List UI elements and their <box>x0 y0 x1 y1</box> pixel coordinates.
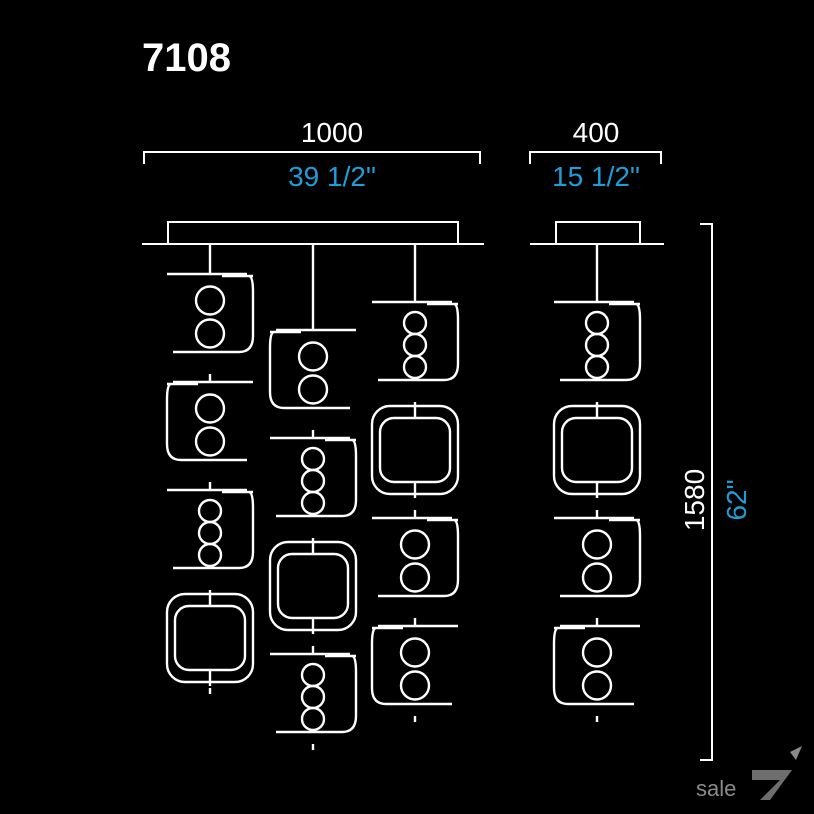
cup-frame <box>173 490 255 570</box>
cup-frame <box>276 438 358 518</box>
glass-module <box>268 538 358 634</box>
model-number: 7108 <box>142 36 231 80</box>
front-canopy <box>142 221 484 245</box>
glass-ball <box>402 332 428 358</box>
glass-ball <box>581 670 613 701</box>
cup-frame <box>560 518 642 598</box>
glass-ball <box>300 446 326 472</box>
glass-ball <box>584 310 610 336</box>
cup-frame <box>552 626 634 706</box>
glass-ball <box>300 490 326 516</box>
seven-logo-icon <box>752 746 802 800</box>
side-width-dimension: 400 15 1/2" <box>529 117 662 192</box>
watermark: sale <box>696 746 802 801</box>
glass-ball <box>584 354 610 380</box>
pendant-chain <box>165 244 255 694</box>
glass-ball <box>300 706 326 732</box>
glass-ball <box>297 341 329 372</box>
glass-module <box>370 618 458 706</box>
glass-module <box>165 590 255 686</box>
front-width-in: 39 1/2" <box>288 161 376 192</box>
lantern-inner <box>378 416 452 484</box>
glass-ball <box>399 529 431 560</box>
cup-frame <box>268 330 350 410</box>
glass-ball <box>297 374 329 405</box>
glass-ball <box>402 310 428 336</box>
cup-frame <box>378 302 460 382</box>
cup-frame <box>276 654 358 734</box>
glass-ball <box>581 529 613 560</box>
cup-frame <box>378 518 460 598</box>
glass-ball <box>300 468 326 494</box>
glass-ball <box>300 662 326 688</box>
glass-ball <box>197 498 223 524</box>
lantern-inner <box>560 416 634 484</box>
cup-frame <box>165 382 247 462</box>
glass-ball <box>584 332 610 358</box>
glass-module <box>554 294 642 382</box>
glass-module <box>552 618 640 706</box>
glass-ball <box>194 285 226 316</box>
height-dimension: 1580 62" <box>679 223 752 761</box>
glass-ball <box>194 393 226 424</box>
glass-ball <box>399 670 431 701</box>
side-width-mm: 400 <box>573 117 620 148</box>
glass-ball <box>399 562 431 593</box>
watermark-text: sale <box>696 776 736 801</box>
glass-ball <box>197 542 223 568</box>
lantern-inner <box>173 604 247 672</box>
pendant-chain <box>268 244 358 750</box>
side-width-in: 15 1/2" <box>552 161 640 192</box>
front-view-pendants <box>165 244 460 750</box>
front-width-mm: 1000 <box>301 117 363 148</box>
glass-ball <box>402 354 428 380</box>
cup-frame <box>370 626 452 706</box>
glass-ball <box>399 637 431 668</box>
height-mm: 1580 <box>679 469 710 531</box>
glass-module <box>270 430 358 518</box>
glass-module <box>268 322 356 410</box>
glass-module <box>554 510 642 598</box>
cup-frame <box>173 274 255 354</box>
side-canopy <box>530 221 664 245</box>
glass-ball <box>581 562 613 593</box>
pendant-chain <box>370 244 460 722</box>
glass-module <box>370 402 460 498</box>
glass-module <box>372 294 460 382</box>
glass-ball <box>300 684 326 710</box>
glass-module <box>167 482 255 570</box>
glass-ball <box>581 637 613 668</box>
cup-frame <box>560 302 642 382</box>
pendant-chain <box>552 244 642 722</box>
glass-module <box>165 374 253 462</box>
glass-ball <box>194 426 226 457</box>
glass-module <box>167 266 255 354</box>
front-width-dimension: 1000 39 1/2" <box>143 117 481 192</box>
lantern-inner <box>276 552 350 620</box>
glass-ball <box>194 318 226 349</box>
height-in: 62" <box>721 479 752 520</box>
glass-module <box>372 510 460 598</box>
glass-module <box>552 402 642 498</box>
side-view-pendants <box>552 244 642 722</box>
glass-module <box>270 646 358 734</box>
glass-ball <box>197 520 223 546</box>
